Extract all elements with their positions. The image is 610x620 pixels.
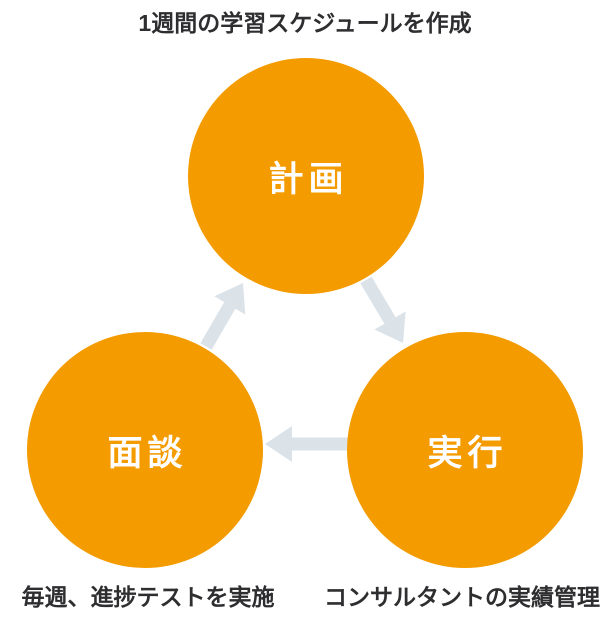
node-execute: 実行 bbox=[347, 332, 583, 568]
node-plan: 計画 bbox=[188, 58, 424, 294]
node-plan-label: 計画 bbox=[268, 159, 349, 199]
node-interview: 面談 bbox=[27, 332, 263, 568]
caption-plan: 1週間の学習スケジュールを作成 bbox=[138, 10, 472, 36]
arrow-execute-to-interview bbox=[265, 426, 352, 462]
node-execute-label: 実行 bbox=[427, 433, 508, 473]
caption-interview: 毎週、進捗テストを実施 bbox=[21, 584, 275, 610]
arrow-plan-to-execute bbox=[360, 276, 406, 343]
arrow-interview-to-plan bbox=[200, 283, 246, 350]
caption-execute: コンサルタントの実績管理 bbox=[324, 584, 600, 610]
node-interview-label: 面談 bbox=[107, 433, 188, 473]
